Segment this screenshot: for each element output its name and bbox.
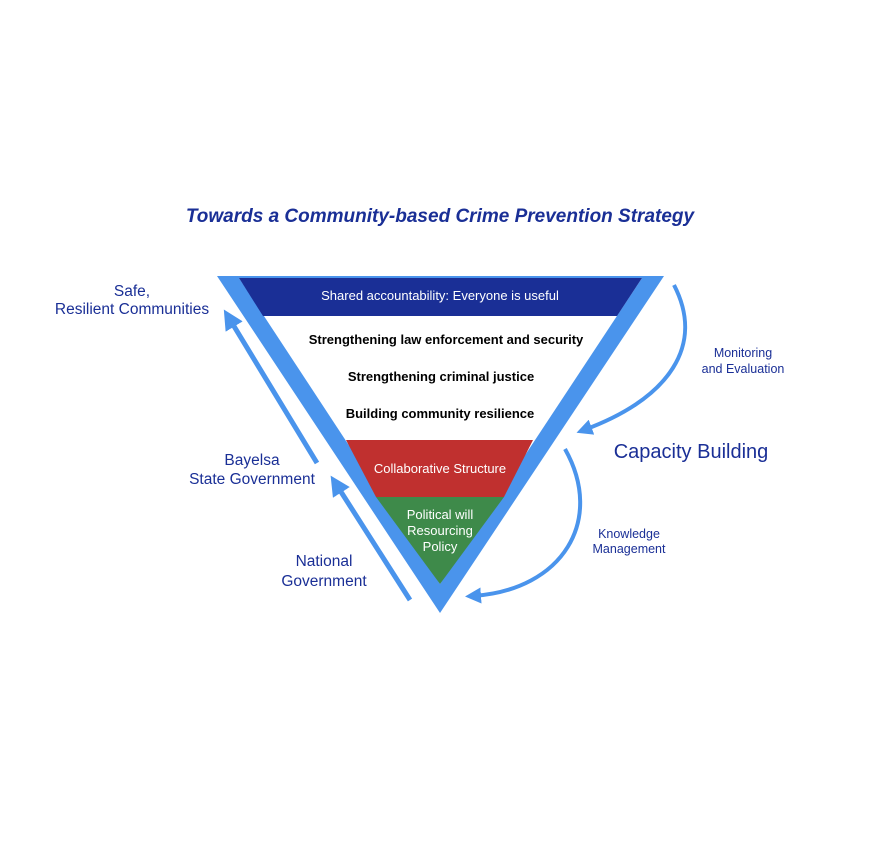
label-national-government-2: Government (281, 573, 367, 590)
red-band (346, 440, 533, 497)
label-safe-communities-1: Safe, (114, 283, 150, 300)
upward-arrow-top (223, 309, 320, 465)
green-band-label-3: Policy (423, 539, 458, 554)
green-band-label-1: Political will (407, 507, 474, 522)
label-monitoring-2: and Evaluation (702, 362, 785, 376)
label-capacity-building: Capacity Building (614, 441, 769, 463)
label-monitoring-1: Monitoring (714, 346, 772, 360)
label-state-government-2: State Government (189, 471, 315, 488)
green-band (376, 497, 504, 584)
curved-arrow-knowledge (465, 448, 583, 604)
middle-band-label-2: Strengthening criminal justice (348, 369, 534, 384)
middle-band-label-3: Building community resilience (346, 406, 535, 421)
label-safe-communities-2: Resilient Communities (55, 301, 209, 318)
curved-arrow-monitoring (576, 284, 688, 435)
top-band-label: Shared accountability: Everyone is usefu… (321, 288, 559, 303)
middle-band-label-1: Strengthening law enforcement and securi… (309, 332, 584, 347)
diagram-title: Towards a Community-based Crime Preventi… (186, 206, 696, 227)
green-band-label-2: Resourcing (407, 523, 473, 538)
upward-arrow-bottom (330, 475, 413, 602)
label-knowledge-2: Management (593, 542, 666, 556)
label-national-government-1: National (296, 553, 353, 570)
top-band (239, 278, 642, 316)
pyramid-inner (239, 278, 642, 584)
label-knowledge-1: Knowledge (598, 527, 660, 541)
red-band-label: Collaborative Structure (374, 461, 506, 476)
label-state-government-1: Bayelsa (224, 452, 280, 469)
